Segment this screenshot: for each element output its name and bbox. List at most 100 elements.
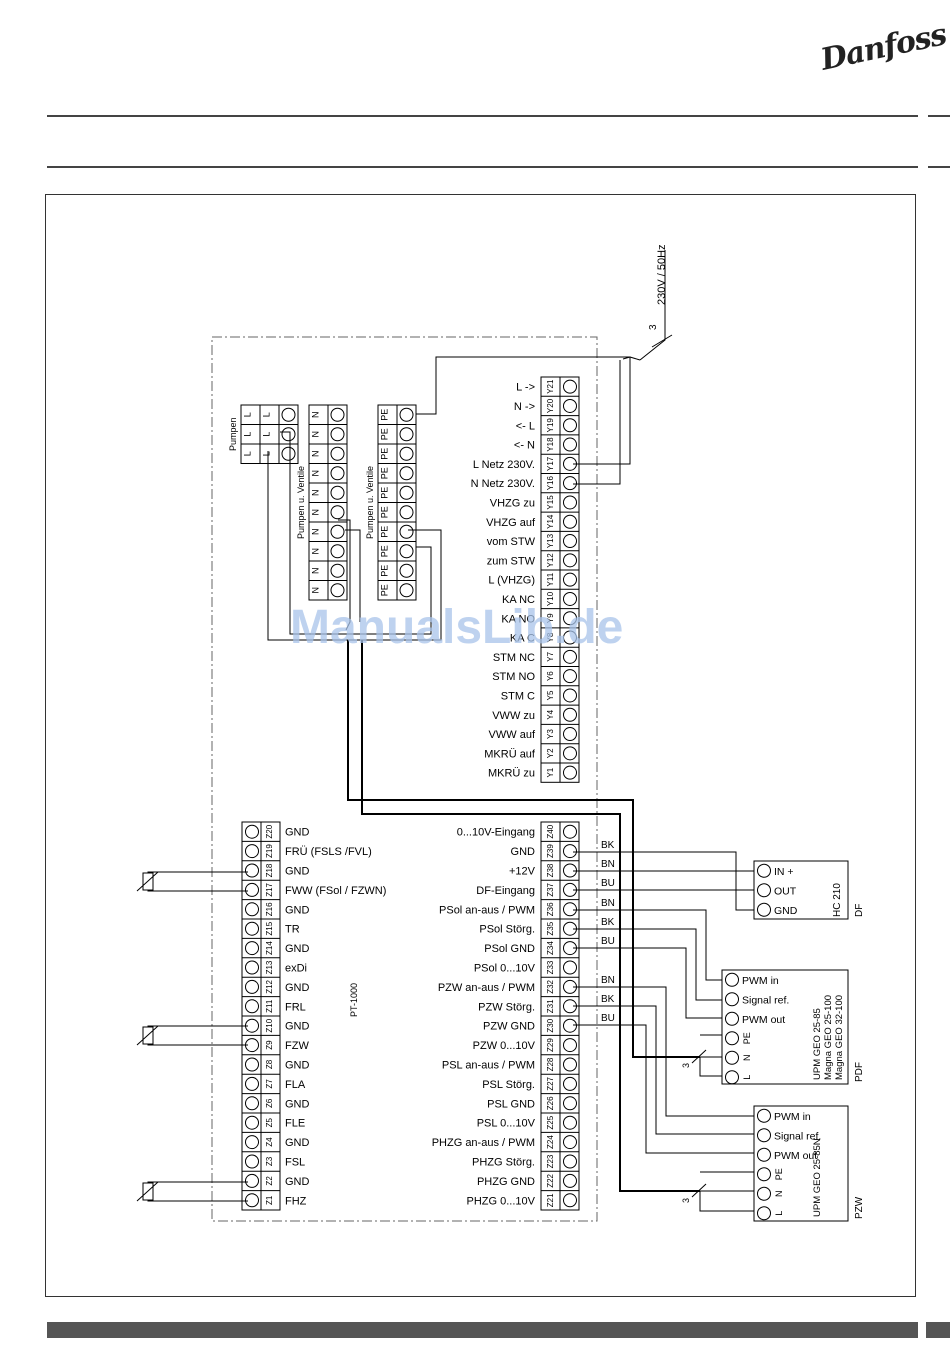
z-left-terminal-id: Z14 — [265, 941, 274, 955]
pdf-device-model: Magna GEO 25-100 — [823, 995, 834, 1080]
y-terminal-terminal — [563, 669, 577, 684]
z-right-terminal-terminal — [563, 1193, 577, 1208]
pumps-label: L — [262, 451, 272, 456]
y-terminal-terminal-label: STM NC — [493, 652, 535, 664]
pdf-device-box — [721, 969, 849, 1085]
wire-color-label: BU — [601, 936, 615, 947]
y-terminal-terminal — [563, 688, 577, 703]
y-terminal-terminal-id: Y19 — [546, 418, 555, 433]
wire-pzw-ref — [573, 1005, 754, 1135]
wire-N2 — [622, 356, 631, 360]
header-rule-top-end — [928, 115, 950, 117]
pumps-label: L — [262, 432, 272, 437]
z-left-terminal-label: FZW — [285, 1040, 309, 1052]
y-terminal-terminal-id: Y4 — [546, 709, 555, 719]
pzw-device-terminal-label: L — [774, 1211, 784, 1216]
y-terminal-terminal — [563, 746, 577, 761]
z-right-terminal-terminal-id: Z35 — [546, 921, 555, 935]
y-terminal-terminal-id: Y3 — [546, 729, 555, 739]
pv2-label: PE — [380, 584, 390, 596]
wire-L2 — [629, 356, 641, 361]
z-left-terminal-label: GND — [285, 866, 310, 878]
y-terminal-terminal-label: KA NO — [501, 613, 535, 625]
pumps-terminal — [281, 446, 296, 461]
pv2-terminal — [399, 505, 414, 520]
wire-color-label: BU — [601, 1013, 615, 1024]
z-right-terminal-terminal-label: PZW 0...10V — [473, 1040, 536, 1052]
df-device-terminal-label: GND — [774, 905, 798, 917]
y-terminal-terminal-id: Y21 — [546, 379, 555, 394]
y-terminal-terminal-label: VWW auf — [489, 729, 536, 741]
pdf-l — [699, 1057, 722, 1077]
pdf-device-terminal-label: PWM in — [742, 975, 779, 987]
pv2-terminal — [399, 524, 414, 539]
z-left-terminal — [245, 921, 259, 936]
z-right-terminal-terminal-label: PZW GND — [483, 1021, 535, 1033]
pv1-terminal — [330, 427, 345, 442]
header-rule-bottom-end — [928, 166, 950, 168]
wire-color-label: BK — [601, 917, 615, 928]
z-right-terminal-terminal-id: Z34 — [546, 941, 555, 955]
pv1-label: N — [311, 412, 321, 419]
y-terminal-terminal — [563, 534, 577, 549]
z-left-terminal-id: Z7 — [265, 1079, 274, 1089]
pv2-terminal — [399, 427, 414, 442]
z-right-terminal-terminal-id: Z29 — [546, 1038, 555, 1052]
y-terminal-terminal-label: N -> — [514, 401, 535, 413]
z-right-terminal-terminal-id: Z40 — [546, 824, 555, 838]
pv1-label: N — [311, 568, 321, 575]
z-left-terminal-label: GND — [285, 1060, 310, 1072]
y-terminal-terminal — [563, 591, 577, 606]
pv1-terminal — [330, 524, 345, 539]
sensor-fww-arrow — [136, 871, 159, 892]
y-terminal-terminal-id: Y9 — [546, 613, 555, 623]
z-left-terminal-id: Z11 — [265, 999, 274, 1013]
z-right-terminal-terminal-id: Z38 — [546, 863, 555, 877]
z-left-terminal-id: Z10 — [265, 1018, 274, 1032]
wire-N — [573, 360, 621, 485]
diagram-frame — [45, 194, 916, 1297]
df-device-terminal — [757, 902, 771, 917]
pv2-title: Pumpen u. Ventile — [365, 466, 375, 539]
z-left-terminal — [245, 882, 259, 897]
df-device-terminal — [757, 863, 771, 878]
watermark: ManualsLib.de — [290, 601, 624, 654]
y-terminal-terminal-label: L Netz 230V. — [473, 459, 535, 471]
y-terminal-terminal — [563, 418, 577, 433]
z-right-terminal-terminal-label: PHZG 0...10V — [467, 1195, 536, 1207]
y-terminal-terminal-id: Y18 — [546, 437, 555, 452]
pumps-label: L — [262, 412, 272, 417]
pzw-l — [699, 1191, 754, 1212]
y-terminal-terminal — [563, 379, 577, 394]
sensor-fhz-wire — [147, 1181, 248, 1202]
header-rule-bottom — [47, 166, 918, 168]
pv2-label: PE — [380, 565, 390, 577]
pv2-label: PE — [380, 526, 390, 538]
z-left-terminal-id: Z4 — [265, 1137, 274, 1147]
y-terminal-terminal-id: Y11 — [546, 572, 555, 586]
wire-pump-1 — [280, 431, 432, 635]
z-right-terminal-terminal — [563, 960, 577, 975]
z-right-terminal-terminal-id: Z39 — [546, 844, 555, 858]
pv2-terminal — [399, 407, 414, 422]
footer-bar-end — [926, 1322, 950, 1338]
pumps-label: L — [243, 412, 253, 417]
y-terminal-terminal-label: <- N — [514, 440, 535, 452]
pzw-device-terminal-label: PWM out — [774, 1150, 817, 1162]
pv2-label: PE — [380, 467, 390, 479]
z-left-terminal — [245, 1057, 259, 1072]
z-right-terminal-terminal-id: Z37 — [546, 882, 555, 896]
wire-pdf-pwmin — [573, 909, 722, 981]
y-terminal-terminal-label: MKRÜ auf — [484, 748, 536, 760]
z-right-terminal-terminal-label: PHZG GND — [477, 1176, 535, 1188]
z-right-terminal-terminal-id: Z31 — [546, 999, 555, 1013]
pumps-terminal — [281, 407, 296, 422]
z-left-terminal-id: Z17 — [265, 882, 274, 896]
y-terminal-terminal-label: zum STW — [487, 555, 536, 567]
z-left-terminal-id: Z18 — [265, 863, 274, 877]
z-left-terminal-label: TR — [285, 924, 300, 936]
z-left-terminal — [245, 1096, 259, 1111]
z-left-terminal — [245, 902, 259, 917]
y-terminal-terminal-id: Y16 — [546, 475, 555, 490]
